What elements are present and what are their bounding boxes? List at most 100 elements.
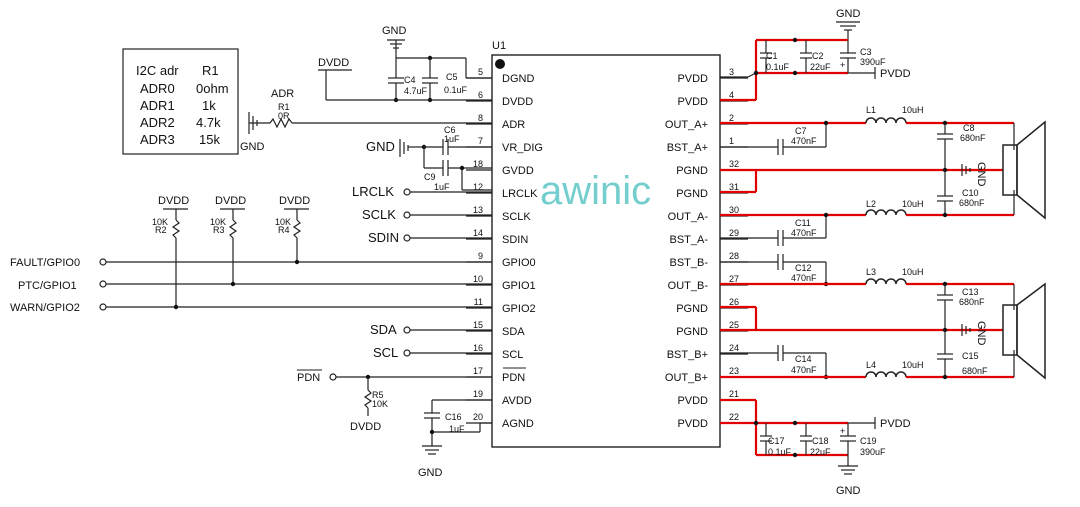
chip-pin-name: OUT_B+ (665, 372, 708, 384)
chip-pin-number: 16 (473, 343, 483, 353)
adr-table-cell: 1k (202, 98, 216, 113)
c10-ref: C10 (962, 188, 979, 198)
chip-pin-number: 8 (478, 113, 483, 123)
gpio-pullups: DVDD DVDD DVDD 10K R2 10K R3 10K R4 FAUL… (10, 195, 492, 314)
r4-value: 10K (275, 217, 291, 227)
chip-pin-number: 18 (473, 159, 483, 169)
c8-ref: C8 (963, 123, 975, 133)
chip-pin-number: 3 (729, 67, 734, 77)
l3-value: 10uH (902, 267, 924, 277)
c13-value: 680nF (959, 297, 985, 307)
gnd-label: GND (240, 141, 265, 153)
adr-network: ADR R1 0R GND (240, 88, 492, 153)
l1-value: 10uH (902, 105, 924, 115)
adr-table: I2C adr R1 ADR0 0ohm ADR1 1k ADR2 4.7k A… (122, 48, 239, 155)
gnd-label: GND (836, 485, 861, 497)
r3-value: 10K (210, 217, 226, 227)
c19-ref: C19 (860, 436, 877, 446)
chip-pin-number: 14 (473, 228, 483, 238)
c15-value: 680nF (962, 366, 988, 376)
chip-pin-number: 32 (729, 159, 739, 169)
chip-pin-name: SCL (502, 349, 523, 361)
dvdd-label: DVDD (158, 195, 189, 207)
sda-label: SDA (370, 322, 397, 337)
chip-pin-number: 21 (729, 389, 739, 399)
c9-ref: C9 (424, 172, 436, 182)
pdn-network: PDN R5 10K DVDD (297, 369, 492, 433)
chip-pin-number: 31 (729, 182, 739, 192)
chip-pin-number: 17 (473, 366, 483, 376)
l4-ref: L4 (866, 360, 876, 370)
r5-value: 10K (372, 399, 388, 409)
chip-pin-name: PVDD (677, 395, 708, 407)
adr-table-cell: ADR1 (140, 98, 175, 113)
chip-pin-number: 7 (478, 136, 483, 146)
chip-pin-number: 20 (473, 412, 483, 422)
c9-value: 1uF (434, 182, 450, 192)
r2-value: 10K (152, 217, 168, 227)
c2-value: 22uF (810, 62, 831, 72)
sdin-label: SDIN (368, 230, 399, 245)
dvdd-label: DVDD (279, 195, 310, 207)
dvdd-label: DVDD (350, 421, 381, 433)
pvdd-label: PVDD (880, 68, 911, 80)
c12-value: 470nF (791, 273, 817, 283)
c7-value: 470nF (791, 136, 817, 146)
speaker-b-icon (1002, 282, 1046, 380)
c5-ref: C5 (446, 72, 458, 82)
chip-pin-name: DVDD (502, 96, 533, 108)
chip-pin-name: PGND (676, 188, 708, 200)
gnd-label: GND (366, 139, 395, 154)
c13-ref: C13 (962, 287, 979, 297)
c16-value: 1uF (449, 424, 465, 434)
chip-pin-number: 19 (473, 389, 483, 399)
chip-pin-name: SCLK (502, 211, 531, 223)
chip-pin-number: 30 (729, 205, 739, 215)
chip-u1: U1 5DGND6DVDD8ADR7VR_DIG18GVDD12LRCLK13S… (466, 40, 748, 448)
chip-pin-number: 10 (473, 274, 483, 284)
chip-pin-number: 5 (478, 67, 483, 77)
ptc-gpio1-label: PTC/GPIO1 (18, 280, 77, 292)
c5-value: 0.1uF (444, 85, 468, 95)
chip-ref: U1 (492, 40, 506, 52)
chip-pin-number: 4 (729, 90, 734, 100)
c3-polarity: + (840, 60, 845, 70)
chip-pin-name: BST_A+ (667, 142, 708, 154)
adr-table-cell: ADR3 (140, 132, 175, 147)
chip-pin-number: 29 (729, 228, 739, 238)
digital-inputs: LRCLK SCLK SDIN SDA SCL (352, 184, 492, 360)
chip-pin-name: PGND (676, 326, 708, 338)
avdd-decoupling: GND C16 1uF (418, 399, 492, 479)
adr-table-cell: 15k (199, 132, 220, 147)
vrdig-gvdd-caps: GND C6 1uF C9 1uF (366, 125, 492, 192)
sclk-label: SCLK (362, 207, 396, 222)
c16-ref: C16 (445, 412, 462, 422)
speaker-a-icon (1002, 120, 1046, 220)
chip-pin-name: GPIO1 (502, 280, 536, 292)
chip-pin-name: PVDD (677, 73, 708, 85)
gnd-label: GND (975, 321, 987, 346)
l2-ref: L2 (866, 199, 876, 209)
chip-pin-number: 9 (478, 251, 483, 261)
r3-ref: R3 (213, 225, 225, 235)
chip-pin-name: PVDD (677, 418, 708, 430)
chip-pin-name: BST_B- (669, 257, 708, 269)
c6-value: 1uF (444, 134, 460, 144)
adr-table-header-2: R1 (202, 63, 219, 78)
gnd-label: GND (836, 8, 861, 20)
c18-ref: C18 (812, 436, 829, 446)
chip-pin-number: 2 (729, 113, 734, 123)
dvdd-label: DVDD (318, 57, 349, 69)
c8-value: 680nF (960, 133, 986, 143)
dvdd-decoupling: GND C4 4.7uF C5 0.1uF DVDD (318, 25, 492, 103)
chip-pin-number: 11 (474, 297, 483, 307)
c7-ref: C7 (795, 126, 807, 136)
fault-gpio0-label: FAULT/GPIO0 (10, 257, 80, 269)
pvdd-bottom-decoupling: C17 0.1uF C18 22uF + C19 390uF PVDD GND (720, 398, 911, 497)
pin1-marker (495, 59, 505, 69)
chip-pin-number: 6 (478, 90, 483, 100)
c18-value: 22uF (810, 447, 831, 457)
channel-b-output: C12 470nF L3 10uH C13 680nF GND C15 680n… (720, 254, 1046, 380)
